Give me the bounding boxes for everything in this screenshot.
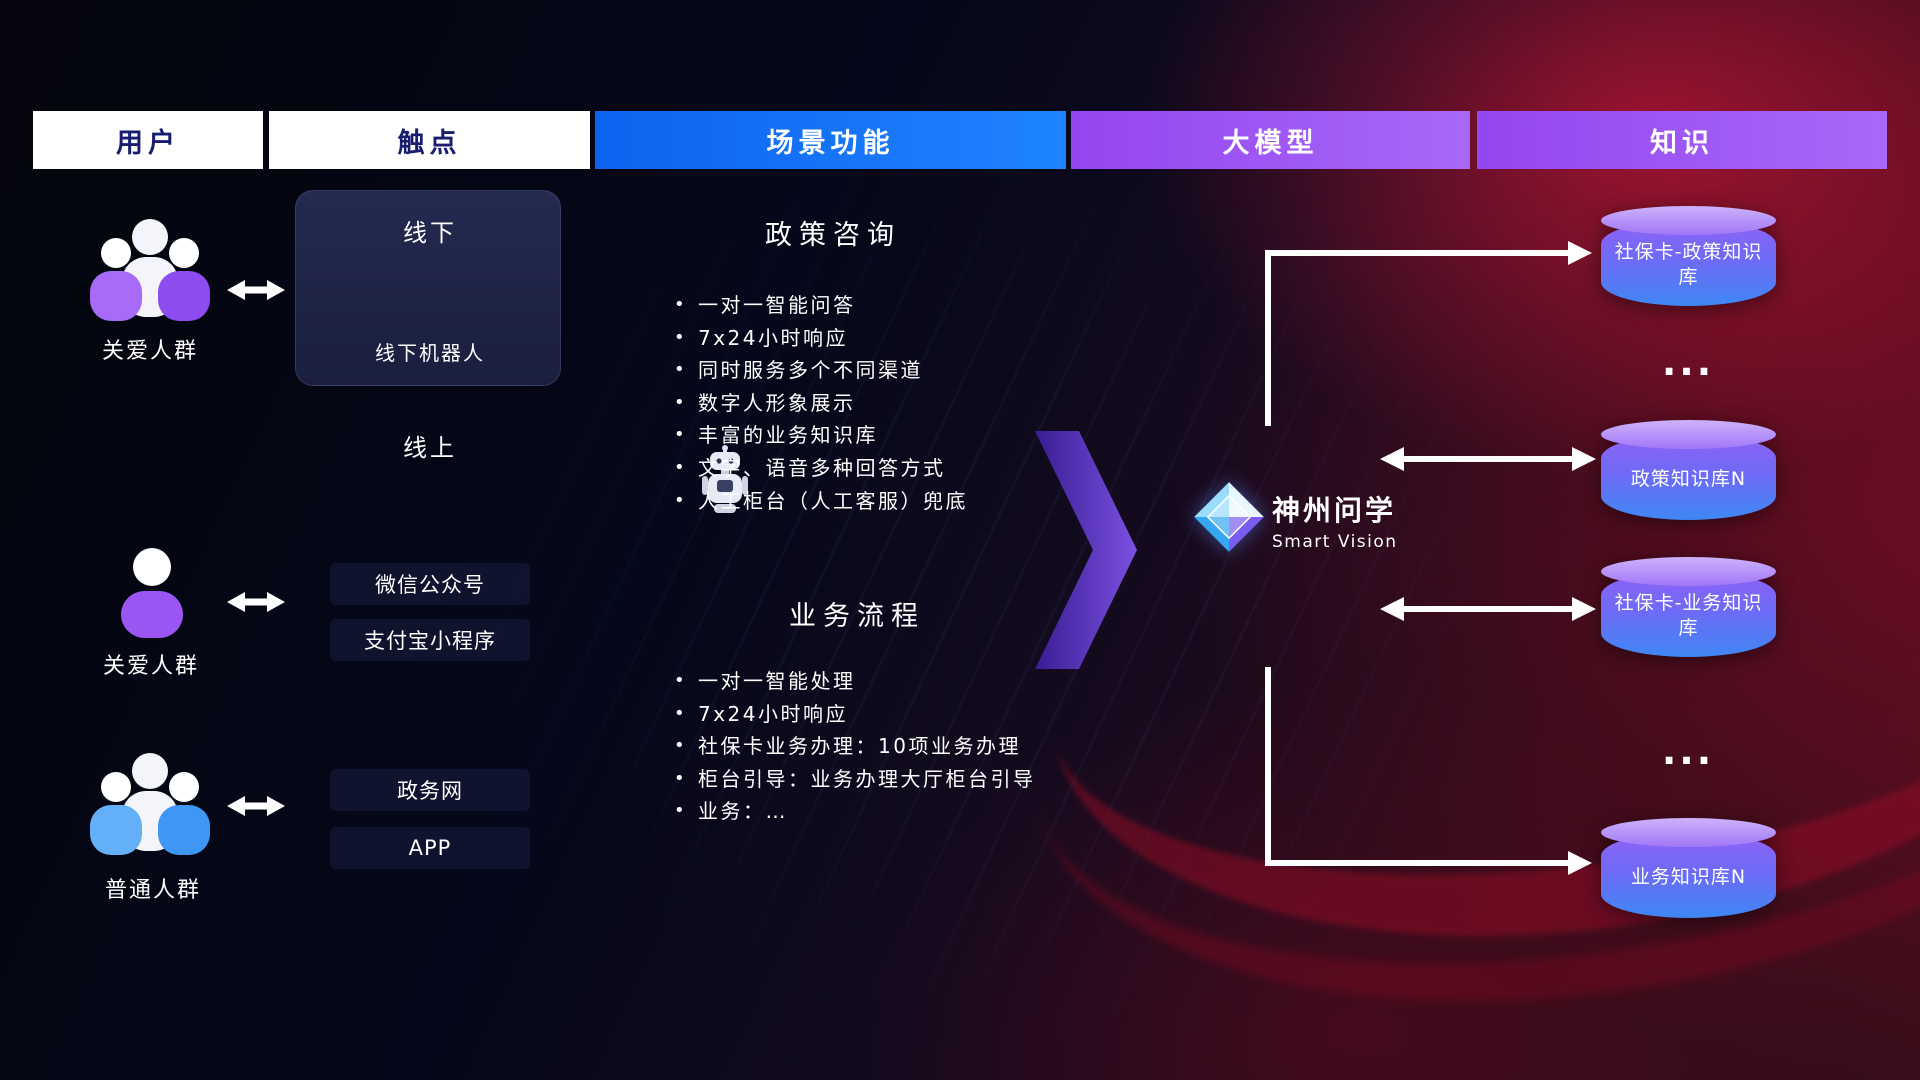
- channel-gov-web: 政务网: [330, 769, 530, 811]
- database-icon: 社保卡-业务知识库: [1601, 557, 1776, 657]
- bullet-item: 丰富的业务知识库: [672, 419, 968, 452]
- bullet-item: 人工柜台（人工客服）兜底: [672, 485, 968, 518]
- database-top: [1601, 818, 1776, 847]
- bullet-item: 文字、语音多种回答方式: [672, 452, 968, 485]
- ellipsis-dots: ...: [1661, 729, 1715, 773]
- database-icon: 政策知识库N: [1601, 420, 1776, 520]
- channel-label: 支付宝小程序: [364, 629, 496, 653]
- bullet-item: 一对一智能问答: [672, 289, 968, 322]
- header-users: 用户: [33, 111, 263, 169]
- header-model-label: 大模型: [1222, 127, 1319, 159]
- business-bullet-list: 一对一智能处理 7x24小时响应 社保卡业务办理：10项业务办理 柜台引导：业务…: [672, 665, 1036, 828]
- single-user-icon: [121, 548, 183, 638]
- general-group-icon: [90, 753, 210, 855]
- bullet-item: 7x24小时响应: [672, 698, 1036, 731]
- policy-section-title: 政策咨询: [765, 220, 901, 251]
- offline-title: 线下: [403, 219, 457, 247]
- bullet-item: 业务：…: [672, 795, 1036, 828]
- offline-robot-label: 线下机器人: [375, 341, 485, 365]
- header-knowledge: 知识: [1477, 111, 1887, 169]
- database-top: [1601, 420, 1776, 449]
- flow-arrow-icon: [1035, 431, 1137, 669]
- database-label: 政策知识库N: [1630, 467, 1747, 490]
- offline-robot-card: 线下 线下机器人: [295, 190, 748, 513]
- channel-app: APP: [330, 827, 530, 869]
- online-title: 线上: [403, 434, 457, 462]
- model-subtitle: Smart Vision: [1272, 532, 1398, 552]
- header-knowledge-label: 知识: [1650, 127, 1714, 159]
- bullet-item: 同时服务多个不同渠道: [672, 354, 968, 387]
- policy-bullet-list: 一对一智能问答 7x24小时响应 同时服务多个不同渠道 数字人形象展示 丰富的业…: [672, 289, 968, 517]
- channel-alipay: 支付宝小程序: [330, 619, 530, 661]
- user-group-label: 普通人群: [104, 878, 202, 903]
- database-label: 社保卡-业务知识库: [1614, 592, 1763, 639]
- header-model: 大模型: [1071, 111, 1470, 169]
- bullet-item: 数字人形象展示: [672, 387, 968, 420]
- business-section-title: 业务流程: [789, 601, 925, 632]
- header-scenarios-label: 场景功能: [766, 127, 895, 159]
- bullet-item: 柜台引导：业务办理大厅柜台引导: [672, 763, 1036, 796]
- bullet-item: 7x24小时响应: [672, 322, 968, 355]
- database-top: [1601, 557, 1776, 586]
- care-group-icon: [90, 219, 210, 321]
- user-group-label: 关爱人群: [102, 654, 200, 679]
- user-group-label: 关爱人群: [101, 339, 199, 364]
- model-name: 神州问学: [1272, 494, 1397, 527]
- bullet-item: 社保卡业务办理：10项业务办理: [672, 730, 1036, 763]
- header-users-label: 用户: [116, 127, 180, 159]
- header-touchpoints-label: 触点: [397, 127, 462, 159]
- database-icon: 业务知识库N: [1601, 818, 1776, 918]
- logo-diamond-icon: [1194, 482, 1264, 552]
- header-touchpoints: 触点: [269, 111, 590, 169]
- database-top: [1601, 206, 1776, 235]
- database-label: 社保卡-政策知识库: [1614, 241, 1763, 288]
- database-label: 业务知识库N: [1630, 865, 1747, 888]
- database-icon: 社保卡-政策知识库: [1601, 206, 1776, 306]
- channel-label: APP: [408, 836, 452, 860]
- channel-label: 政务网: [397, 779, 463, 803]
- header-scenarios: 场景功能: [595, 111, 1066, 169]
- channel-label: 微信公众号: [375, 573, 485, 597]
- ellipsis-dots: ...: [1661, 340, 1715, 384]
- model-branding: 神州问学 Smart Vision: [1272, 489, 1398, 552]
- channel-wechat: 微信公众号: [330, 563, 530, 605]
- bullet-item: 一对一智能处理: [672, 665, 1036, 698]
